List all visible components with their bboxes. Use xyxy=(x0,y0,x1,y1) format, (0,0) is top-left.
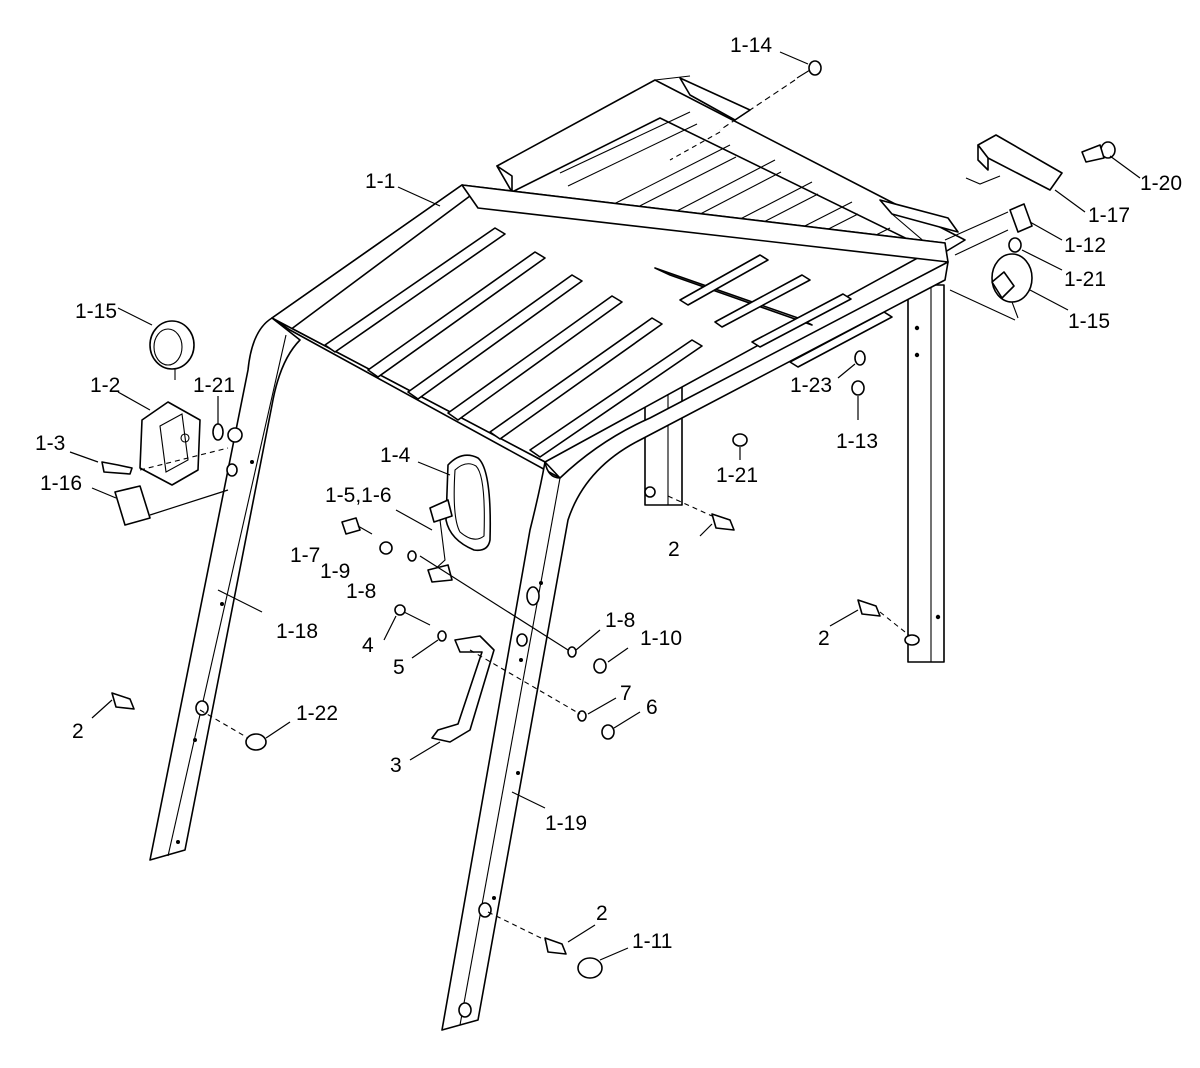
rear-light-1-17 xyxy=(965,134,1063,191)
callout-6: 6 xyxy=(646,696,658,719)
callout-4: 4 xyxy=(362,634,374,657)
bolt-2-left xyxy=(111,692,135,710)
bolt-2-bottom xyxy=(544,937,567,955)
callout-1-15-right: 1-15 xyxy=(1068,310,1110,333)
nut-6 xyxy=(601,724,615,740)
callout-1-19: 1-19 xyxy=(545,812,587,835)
callout-1-21-left: 1-21 xyxy=(193,374,235,397)
cap-1-11 xyxy=(577,957,603,979)
washer-5 xyxy=(437,630,447,642)
grommet-1-12 xyxy=(1009,203,1033,233)
rear-right-leg xyxy=(904,284,945,663)
grab-handle-3 xyxy=(431,635,495,743)
callout-3: 3 xyxy=(390,754,402,777)
bolt-2-right xyxy=(857,599,881,617)
front-right-leg xyxy=(441,261,949,1031)
bolt-1-20 xyxy=(1081,141,1116,163)
plug-1-23 xyxy=(854,350,866,366)
callout-1-21-center: 1-21 xyxy=(716,464,758,487)
callout-5: 5 xyxy=(393,656,405,679)
callout-2-center: 2 xyxy=(668,538,680,561)
washer-1-8-upper xyxy=(407,550,417,562)
washer-1-21-left xyxy=(212,423,224,441)
callout-1-11: 1-11 xyxy=(632,930,672,953)
callout-1-4: 1-4 xyxy=(380,444,411,467)
callout-2-right: 2 xyxy=(818,627,830,650)
mirror-arm-1-5-1-6 xyxy=(427,519,453,583)
callout-1-22: 1-22 xyxy=(296,702,338,725)
callout-1-13: 1-13 xyxy=(836,430,878,453)
washer-7 xyxy=(577,710,587,722)
callout-1-17: 1-17 xyxy=(1088,204,1130,227)
callout-1-23: 1-23 xyxy=(790,374,832,397)
callout-2-bottom: 2 xyxy=(596,902,608,925)
front-left-leg xyxy=(149,317,301,861)
screw-1-14 xyxy=(719,60,822,131)
bolt-4 xyxy=(394,604,431,626)
reflector-1-16 xyxy=(114,485,151,526)
callout-1-20: 1-20 xyxy=(1140,172,1182,195)
lamp-bracket-1-2 xyxy=(139,401,201,486)
callout-1-16: 1-16 xyxy=(40,472,82,495)
callout-1-21-right: 1-21 xyxy=(1064,268,1106,291)
callout-2-left: 2 xyxy=(72,720,84,743)
callout-labels: 1-14 1-20 1-1 1-17 1-12 1-21 1-15 1-15 1… xyxy=(35,34,1182,953)
mirror-1-4 xyxy=(429,454,492,552)
callout-1-8-upper: 1-8 xyxy=(346,580,376,603)
callout-1-7: 1-7 xyxy=(290,544,320,567)
callout-1-18: 1-18 xyxy=(276,620,318,643)
work-lamp-1-15-left xyxy=(149,320,195,380)
roof-slats xyxy=(324,227,893,458)
callout-1-10: 1-10 xyxy=(640,627,682,650)
callout-1-3: 1-3 xyxy=(35,432,65,455)
front-roof-frame xyxy=(271,184,949,479)
washer-1-21-center xyxy=(732,433,748,447)
leader-lines xyxy=(69,51,1141,961)
callout-1-14: 1-14 xyxy=(730,34,772,57)
bolt-1-7 xyxy=(341,517,373,535)
bolt-2-center xyxy=(711,513,735,531)
washer-1-9 xyxy=(379,541,393,555)
washer-1-21-right xyxy=(1008,237,1022,253)
callout-1-1: 1-1 xyxy=(365,170,395,193)
callout-1-5-1-6: 1-5,1-6 xyxy=(325,484,392,507)
callout-7: 7 xyxy=(620,682,632,705)
callout-1-12: 1-12 xyxy=(1064,234,1106,257)
cap-1-22 xyxy=(245,733,267,751)
plug-1-13 xyxy=(851,380,865,396)
callout-1-2: 1-2 xyxy=(90,374,120,397)
callout-1-9: 1-9 xyxy=(320,560,350,583)
work-lamp-1-15-right xyxy=(991,253,1033,319)
callout-1-8-lower: 1-8 xyxy=(605,609,635,632)
washer-1-8-lower xyxy=(567,646,577,658)
bolt-1-3 xyxy=(101,461,133,475)
nut-1-10 xyxy=(593,658,607,674)
callout-1-15-left: 1-15 xyxy=(75,300,117,323)
